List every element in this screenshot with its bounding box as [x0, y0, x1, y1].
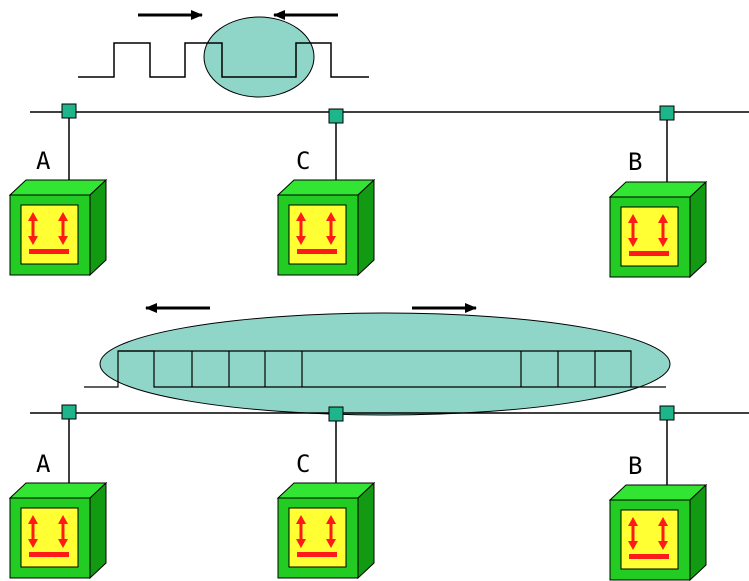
station-label-a: A [36, 450, 51, 478]
station-box-icon [8, 481, 108, 580]
station-box-icon [276, 481, 376, 580]
top-panel: A C B [8, 10, 749, 279]
tap-b [659, 405, 675, 421]
station-box-icon [608, 483, 708, 581]
station-box-icon [608, 180, 708, 279]
square-wave-icon [260, 42, 369, 78]
station-label-c: C [296, 450, 310, 478]
collision-ellipse-icon [203, 16, 315, 98]
station-label-a: A [36, 147, 51, 175]
station-label-b: B [628, 452, 642, 480]
tap-a [61, 404, 77, 420]
station-box-icon [276, 178, 376, 277]
tap-a [61, 103, 77, 119]
tap-c [328, 406, 344, 422]
bottom-panel: A C B [8, 303, 749, 581]
station-label-b: B [628, 148, 642, 176]
tap-b [659, 105, 675, 121]
tap-c [328, 108, 344, 124]
signal-spread-ellipse-icon [99, 312, 671, 416]
square-wave-icon [78, 42, 260, 78]
station-label-c: C [296, 147, 310, 175]
station-box-icon [8, 178, 108, 277]
